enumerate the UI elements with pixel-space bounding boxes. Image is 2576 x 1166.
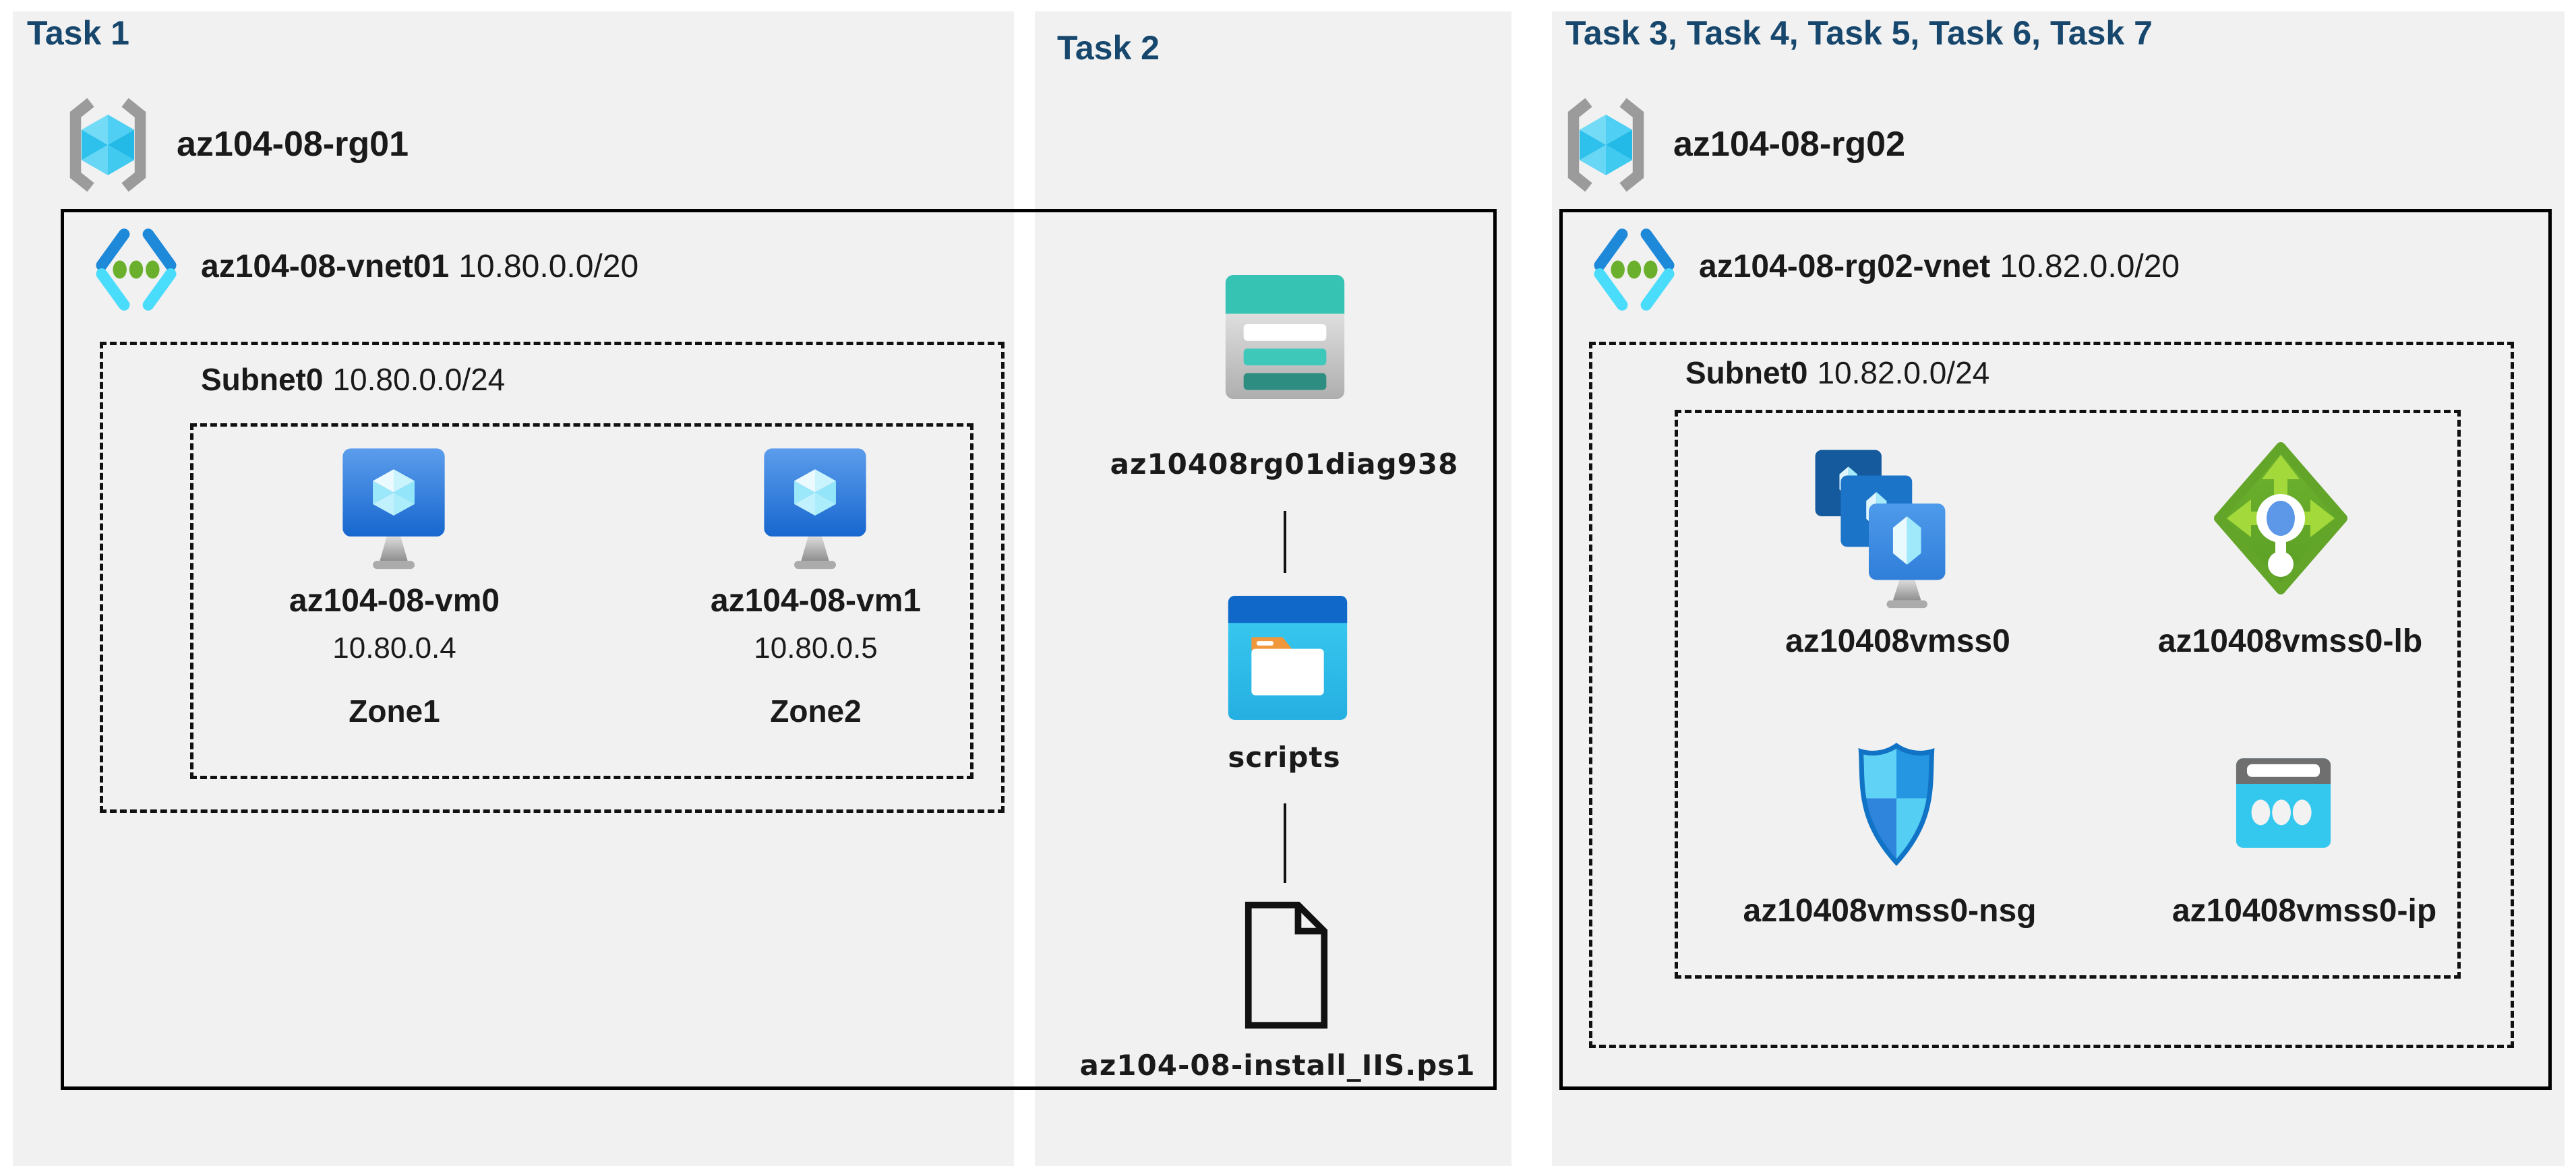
vnet01-boundary-box [61,209,1497,1090]
task1-title: Task 1 [27,14,129,52]
resource-name: az10408vmss0-lb [2157,623,2423,659]
vmss-resource-box [1675,410,2461,979]
task1-panel [13,11,1014,1166]
subnet-name: Subnet0 [1685,355,1808,390]
virtual-network-icon [1591,226,1677,313]
public-ip-icon [2234,756,2333,850]
network-security-group-icon [1849,740,1944,868]
folder-icon [1226,593,1350,723]
subnet0-box [1589,342,2514,1048]
subnet0-box [100,342,1005,813]
task3-panel [1552,11,2565,1166]
task3-title: Task 3, Task 4, Task 5, Task 6, Task 7 [1565,14,2153,52]
vnet-cidr: 10.82.0.0/20 [2000,249,2180,284]
connector-line [1284,803,1286,883]
vm-ip: 10.80.0.4 [332,632,456,665]
vm-name: az104-08-vm0 [289,583,500,619]
subnet-cidr: 10.82.0.0/24 [1817,355,1990,390]
resource-name: az10408vmss0 [1785,623,2010,659]
resource-group-name: az104-08-rg02 [1673,125,1905,164]
vm-ip: 10.80.0.5 [754,632,878,665]
load-balancer-icon [2213,441,2348,595]
vm-name: az104-08-vm1 [710,583,922,619]
subnet0-label: Subnet0 10.82.0.0/24 [1685,357,1989,388]
virtual-machine-icon [336,441,452,574]
file-icon [1240,900,1332,1031]
vnet-name: az104-08-rg02-vnet [1699,249,1991,284]
subnet-name: Subnet0 [201,362,324,397]
resource-name: az10408vmss0-ip [2171,893,2437,929]
subnet-cidr: 10.80.0.0/24 [332,362,506,397]
vm-zone: Zone2 [770,694,862,729]
task2-title: Task 2 [1057,29,1160,67]
vnet-label: az104-08-rg02-vnet 10.82.0.0/20 [1699,251,2180,283]
rg02-vnet-boundary-box [1559,209,2552,1090]
resource-group-icon [1561,94,1650,195]
resource-group-name: az104-08-rg01 [177,125,409,164]
resource-group-icon [63,94,152,195]
connector-line [1284,511,1286,573]
virtual-network-icon [93,226,179,313]
vm-zone: Zone1 [349,694,440,729]
vm-zone-box [190,423,974,779]
resource-name: az10408vmss0-nsg [1743,893,2037,929]
vnet-cidr: 10.80.0.0/20 [458,249,639,284]
vm-scale-set-icon [1810,445,1950,611]
virtual-machine-icon [757,441,873,574]
storage-account-name: az10408rg01diag938 [1110,448,1459,481]
storage-account-icon [1223,272,1347,402]
vnet-name: az104-08-vnet01 [201,249,450,284]
folder-name: scripts [1228,741,1341,774]
file-name: az104-08-install_IIS.ps1 [1079,1049,1476,1082]
